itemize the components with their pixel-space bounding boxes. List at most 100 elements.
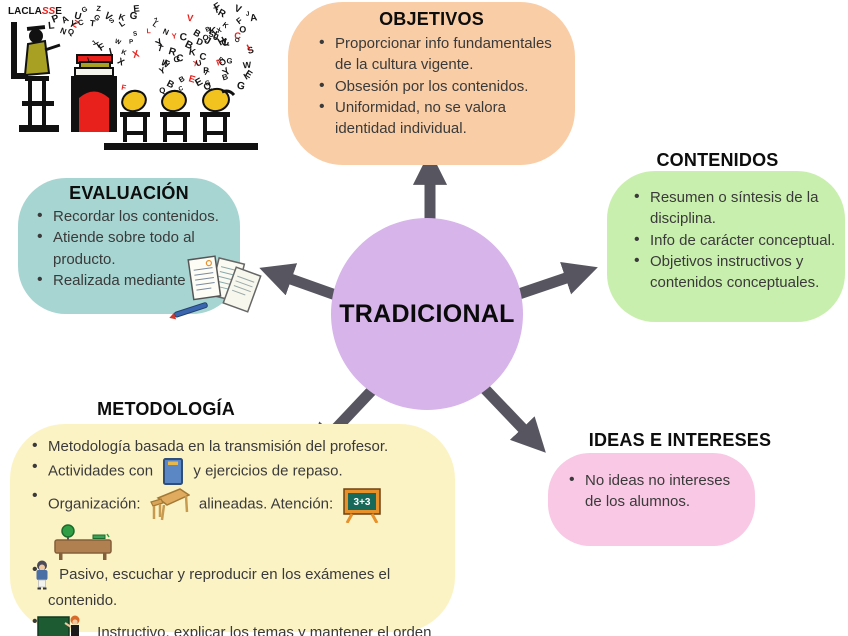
svg-text:R: R: [167, 46, 178, 59]
students: [104, 87, 258, 150]
svg-text:Q: Q: [159, 86, 167, 96]
classroom-clipart: LACLASSE: [8, 1, 258, 150]
svg-text:T: T: [202, 68, 211, 78]
objetivos-title: OBJETIVOS: [379, 9, 484, 29]
ideas-title: IDEAS E INTERESES: [588, 430, 772, 450]
svg-text:C: C: [176, 53, 184, 64]
svg-text:T: T: [213, 4, 221, 15]
school-desk-icon: [149, 488, 190, 521]
list-item: Proporcionar info fundamentales de la cu…: [314, 32, 565, 76]
svg-text:N: N: [59, 25, 68, 36]
svg-text:I: I: [242, 72, 249, 82]
svg-text:G: G: [92, 12, 102, 23]
contenidos-title: CONTENIDOS: [656, 150, 779, 170]
svg-text:C: C: [177, 85, 185, 94]
list-item: Resumen o síntesis de la disciplina.: [629, 186, 841, 230]
svg-text:E: E: [187, 73, 196, 85]
list-item: Actividades con y ejercicios de repaso.: [28, 456, 441, 486]
svg-text:X: X: [192, 58, 200, 68]
list-item: Instructivo, explicar los temas y manten…: [28, 611, 441, 636]
svg-text:G: G: [129, 10, 139, 22]
teacher-figure: [19, 25, 61, 132]
svg-text:L: L: [223, 37, 231, 49]
svg-text:C: C: [199, 51, 208, 63]
svg-text:E: E: [133, 2, 140, 14]
svg-text:H: H: [216, 35, 228, 48]
list-item: Organización: alineadas. Atención: 3+3: [28, 485, 441, 561]
list-item: Atiende sobre todo al producto.: [32, 226, 238, 270]
easel-frame: [11, 22, 28, 79]
svg-text:S: S: [108, 17, 116, 26]
center-node-tradicional: TRADICIONAL: [331, 218, 523, 410]
svg-text:A: A: [249, 12, 258, 24]
svg-text:L: L: [48, 20, 55, 32]
svg-text:K: K: [117, 11, 127, 23]
clipart-caption: LACLASSE: [8, 6, 62, 17]
svg-text:Y: Y: [158, 65, 167, 76]
svg-text:F: F: [97, 41, 108, 54]
svg-text:B: B: [192, 27, 203, 39]
svg-text:L: L: [151, 21, 158, 29]
podium: [71, 54, 117, 132]
svg-text:P: P: [203, 65, 209, 75]
svg-text:P: P: [129, 38, 133, 45]
svg-text:B: B: [165, 78, 176, 91]
objetivos-bubble: OBJETIVOS Proporcionar info fundamentale…: [288, 2, 575, 165]
svg-text:D: D: [195, 36, 205, 48]
svg-text:Z: Z: [153, 17, 159, 25]
svg-text:B: B: [183, 39, 195, 52]
svg-text:W: W: [114, 38, 122, 47]
teacher-blackboard-icon: [37, 615, 81, 636]
svg-text:U: U: [73, 10, 82, 22]
svg-text:C: C: [234, 31, 241, 41]
metodologia-bubble: Metodología basada en la transmisión del…: [10, 424, 455, 636]
svg-text:P: P: [217, 56, 225, 65]
text-segment: Pasivo, escuchar y reproducir en los exá…: [48, 566, 391, 610]
svg-text:B: B: [221, 72, 229, 82]
svg-text:K: K: [221, 21, 231, 31]
ideas-bubble: No ideas no intereses de los alumnos.: [548, 453, 755, 546]
svg-text:C: C: [220, 37, 232, 50]
svg-text:N: N: [162, 27, 171, 38]
text-segment: Organización:: [48, 495, 141, 513]
svg-text:O: O: [217, 56, 229, 68]
list-item: Uniformidad, no se valora identidad indi…: [314, 96, 565, 140]
svg-text:J: J: [246, 11, 250, 18]
svg-text:F: F: [234, 15, 244, 26]
svg-text:Q: Q: [67, 27, 76, 37]
svg-text:R: R: [216, 7, 228, 20]
svg-text:X: X: [216, 27, 223, 35]
svg-text:G: G: [80, 5, 89, 15]
svg-text:S: S: [208, 30, 214, 39]
text-segment: y ejercicios de repaso.: [193, 462, 343, 480]
list-item: Info de carácter conceptual.: [629, 229, 841, 252]
list-item: No ideas no intereses de los alumnos.: [564, 469, 749, 513]
svg-text:G: G: [226, 56, 233, 66]
list-item: Recordar los contenidos.: [32, 205, 238, 228]
svg-text:T: T: [94, 40, 103, 50]
svg-text:3+3: 3+3: [354, 497, 371, 508]
svg-text:G: G: [204, 80, 211, 88]
svg-text:A: A: [214, 57, 224, 68]
arrow-right-icon: [514, 262, 598, 301]
list-item: Realizada mediante: [32, 269, 238, 292]
svg-text:L: L: [87, 56, 93, 64]
svg-text:C: C: [179, 32, 188, 44]
list-item: Pasivo, escuchar y reproducir en los exá…: [28, 559, 441, 611]
svg-text:G: G: [173, 54, 180, 64]
svg-text:O: O: [234, 36, 242, 45]
metodologia-title: METODOLOGÍA: [97, 399, 235, 419]
svg-text:A: A: [60, 13, 71, 25]
svg-text:U: U: [195, 58, 203, 68]
svg-text:W: W: [243, 60, 253, 71]
svg-text:V: V: [233, 3, 243, 16]
svg-text:E: E: [243, 68, 255, 81]
text-segment: Instructivo, explicar los temas y manten…: [97, 623, 432, 636]
svg-text:F: F: [161, 58, 171, 70]
svg-text:L: L: [146, 28, 150, 35]
svg-text:G: G: [236, 80, 246, 93]
text-segment: Actividades con: [48, 462, 154, 480]
svg-text:K: K: [209, 26, 218, 37]
svg-text:T: T: [89, 18, 96, 29]
